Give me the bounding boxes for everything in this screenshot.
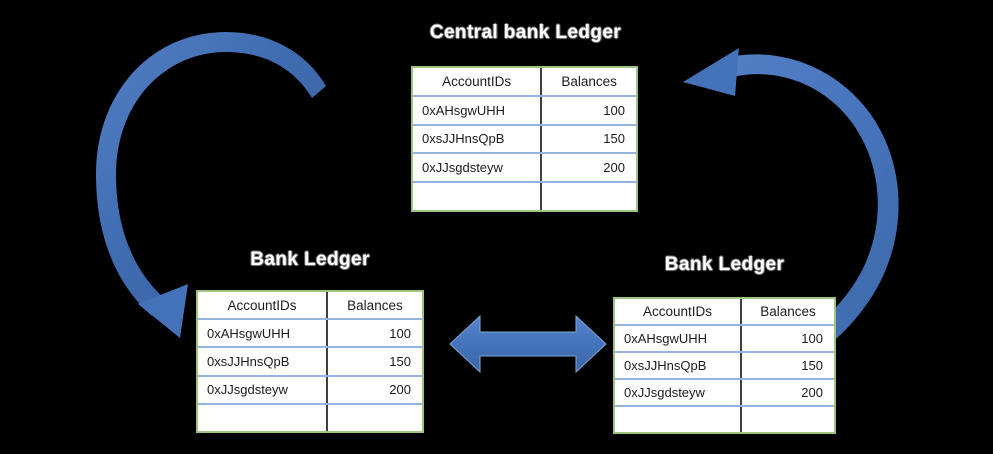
table-header-row: AccountIDs Balances [413,68,636,97]
bank-ledger-left-title: Bank Ledger [250,249,370,270]
table-row: 0xJJsgdsteyw 200 [198,376,422,405]
bank-ledger-right-table: AccountIDs Balances 0xAHsgwUHH 100 0xsJJ… [613,297,836,434]
table-row: 0xsJJHnsQpB 150 [413,125,636,155]
central-bank-ledger-title: Central bank Ledger [429,22,622,43]
cell-balance: 150 [801,358,823,373]
cell-account-id: 0xJJsgdsteyw [198,376,328,403]
table-row: 0xAHsgwUHH 100 [198,320,422,349]
cell-balance: 200 [801,385,823,400]
cell-balance [328,405,422,431]
column-header-accountids: AccountIDs [615,299,743,324]
central-bank-ledger-table: AccountIDs Balances 0xAHsgwUHH 100 0xsJJ… [411,66,638,212]
cell-balance [542,183,636,210]
table-row: 0xJJsgdsteyw 200 [413,154,636,184]
cell-balance: 100 [801,331,823,346]
table-row-empty [198,404,422,432]
bank-ledger-left-table: AccountIDs Balances 0xAHsgwUHH 100 0xsJJ… [196,290,424,433]
table-row-empty [413,183,636,210]
cell-account-id [198,404,328,432]
table-row: 0xAHsgwUHH 100 [413,96,636,126]
column-header-accountids: AccountIDs [413,68,543,95]
cell-account-id: 0xAHsgwUHH [615,326,743,351]
cell-account-id [413,183,543,210]
cell-balance: 200 [389,382,411,398]
cell-account-id: 0xAHsgwUHH [198,320,328,347]
table-row-empty [615,407,834,432]
cell-balance: 150 [603,131,625,147]
table-row: 0xsJJHnsQpB 150 [615,353,834,380]
bank-ledger-right-title: Bank Ledger [664,254,785,275]
double-headed-arrow-bank-to-bank [449,314,607,374]
column-header-balances: Balances [760,304,816,319]
cell-balance [742,407,834,432]
column-header-balances: Balances [347,297,403,313]
cell-account-id: 0xAHsgwUHH [413,96,543,124]
column-header-accountids: AccountIDs [198,292,328,319]
cell-account-id: 0xJJsgdsteyw [615,380,743,405]
table-header-row: AccountIDs Balances [198,292,422,321]
cell-account-id: 0xsJJHnsQpB [198,348,328,375]
cell-account-id [615,407,743,432]
cell-account-id: 0xsJJHnsQpB [615,353,743,378]
cell-account-id: 0xJJsgdsteyw [413,154,543,182]
table-header-row: AccountIDs Balances [615,299,834,326]
table-row: 0xAHsgwUHH 100 [615,326,834,353]
table-row: 0xsJJHnsQpB 150 [198,348,422,377]
column-header-balances: Balances [561,73,617,89]
cell-account-id: 0xsJJHnsQpB [413,125,543,153]
table-row: 0xJJsgdsteyw 200 [615,380,834,407]
cell-balance: 100 [389,325,411,341]
cell-balance: 200 [603,160,625,176]
cell-balance: 150 [389,354,411,369]
cell-balance: 100 [603,102,625,118]
